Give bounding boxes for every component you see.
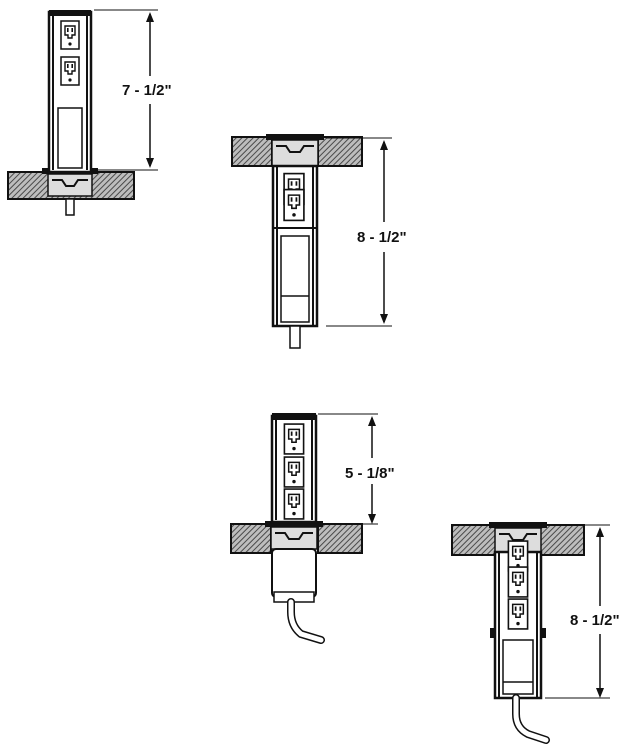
outlet-icon	[283, 188, 305, 222]
countertop-b-left	[231, 136, 273, 167]
countertop-c-left	[230, 523, 272, 554]
countertop-d-right	[539, 524, 585, 556]
cord-a	[65, 198, 75, 216]
unit-b: 8 - 1/2"	[231, 134, 407, 349]
outlet-icon	[283, 456, 305, 488]
unit-c: 5 - 1/8"	[230, 413, 395, 644]
countertop-b-right	[317, 136, 363, 167]
dimension-label-c: 5 - 1/8"	[345, 465, 395, 482]
dimension-label-d: 8 - 1/2"	[570, 612, 620, 629]
unit-a: 7 - 1/2"	[7, 9, 172, 216]
countertop-d-left	[451, 524, 497, 556]
outlet-icon	[60, 56, 80, 86]
outlet-icon	[60, 20, 80, 50]
dimension-a: 7 - 1/2"	[94, 9, 172, 171]
cord-b	[289, 325, 301, 349]
flange-c	[265, 521, 323, 527]
outlet-icon	[507, 598, 529, 630]
unit-d: 8 - 1/2"	[451, 522, 620, 744]
flange-b	[266, 134, 324, 140]
countertop-c-right	[317, 523, 363, 554]
dimension-label-a: 7 - 1/2"	[122, 82, 172, 99]
housing-c	[271, 548, 317, 598]
flange-d	[489, 522, 547, 528]
dimension-c: 5 - 1/8"	[318, 413, 395, 525]
outlet-icon	[283, 423, 305, 455]
outlet-icon	[283, 488, 305, 520]
dimension-b: 8 - 1/2"	[326, 137, 407, 327]
outlet-icon	[507, 566, 529, 598]
dimension-label-b: 8 - 1/2"	[357, 229, 407, 246]
dimension-d: 8 - 1/2"	[545, 524, 620, 699]
